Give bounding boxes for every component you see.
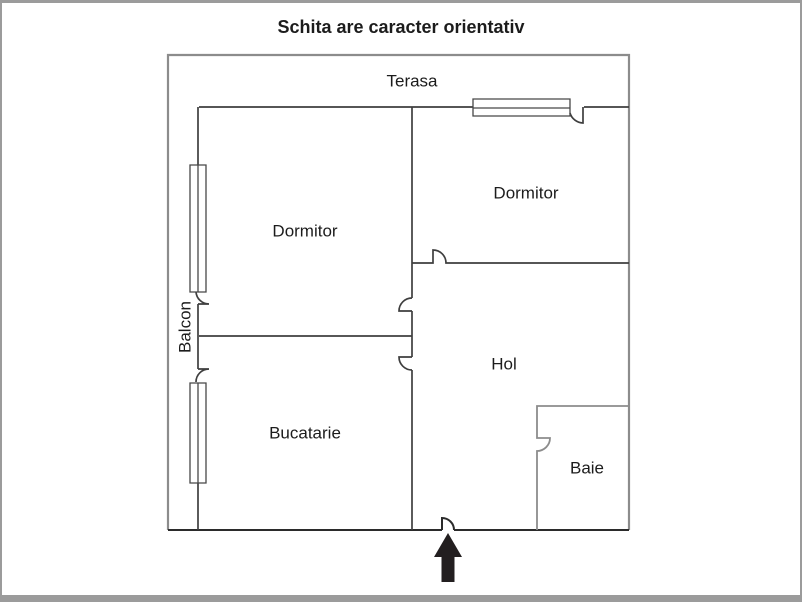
outer-walls [166, 53, 631, 530]
entrance-arrow-icon [434, 533, 462, 582]
outer-wall-path [166, 53, 631, 530]
room-label-balcon: Balcon [175, 301, 195, 353]
balcon-door-arc-lower [195, 368, 210, 383]
hol-door-arc-lower [398, 356, 413, 371]
terasa-door-arc [569, 107, 584, 124]
entrance-door-arc [441, 516, 455, 531]
room-label-terasa: Terasa [386, 71, 438, 91]
room-label-dormitor-right: Dormitor [493, 183, 559, 203]
baie-walls [536, 405, 629, 530]
dormitor-hol-wall [412, 249, 629, 264]
terasa-window-icon [472, 98, 571, 117]
interior-walls [195, 106, 629, 530]
balcon-window-lower-icon [189, 382, 207, 484]
page-title: Schita are caracter orientativ [277, 17, 525, 37]
baie-wall-path [536, 405, 629, 530]
room-label-hol: Hol [491, 354, 517, 374]
balcon-door-arc-upper [195, 291, 210, 305]
windows [189, 98, 571, 484]
room-label-dormitor-left: Dormitor [272, 221, 338, 241]
hol-door-arc-upper [398, 297, 413, 312]
room-label-baie: Baie [569, 458, 605, 478]
room-label-bucatarie: Bucatarie [269, 423, 341, 443]
balcon-window-upper-icon [189, 164, 207, 293]
bottom-wall [168, 516, 629, 531]
